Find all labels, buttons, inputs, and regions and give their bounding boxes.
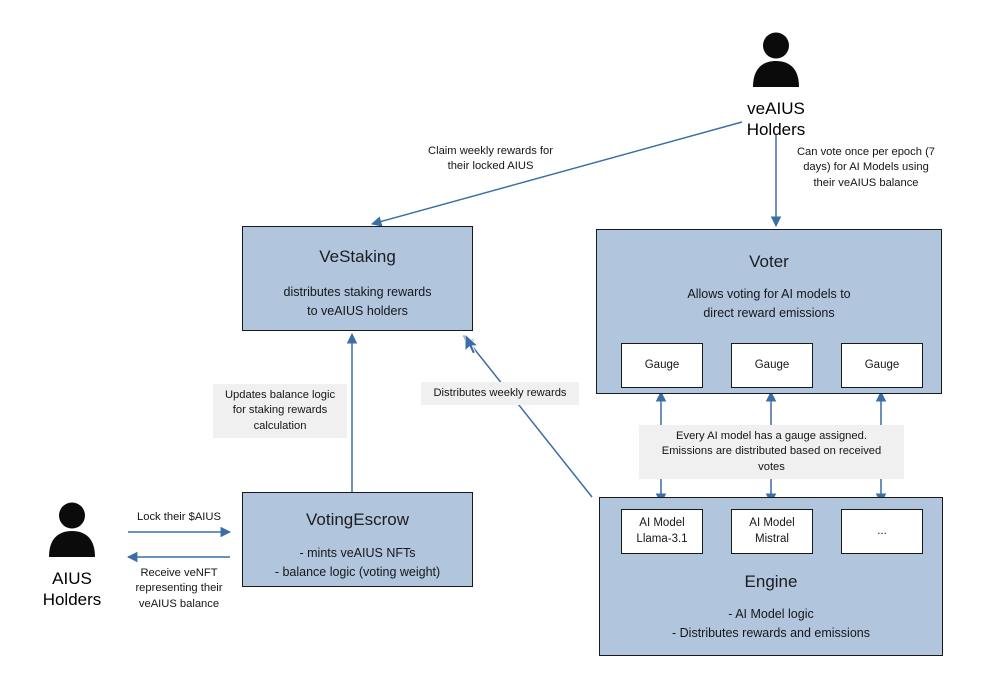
- edge-label-claim-rewards: Claim weekly rewards for their locked AI…: [428, 145, 553, 173]
- actor-aius-holders: AIUS Holders: [14, 498, 130, 610]
- node-votingescrow-subtitle: - mints veAIUS NFTs - balance logic (vot…: [274, 546, 441, 579]
- ai-model-chip-3-label: ...: [877, 524, 887, 537]
- edge-label-lock-aius: Lock their $AIUS: [137, 511, 221, 523]
- node-votingescrow-title: VotingEscrow: [306, 510, 409, 529]
- ai-model-chip-3[interactable]: ...: [841, 509, 923, 554]
- edge-label-updates-balance: Updates balance logic for staking reward…: [213, 384, 347, 439]
- gauge-chip-1-label: Gauge: [644, 358, 680, 371]
- gauge-chip-1[interactable]: Gauge: [621, 343, 703, 388]
- ai-model-chip-1-label: AI Model Llama-3.1: [636, 516, 688, 545]
- gauge-chip-3[interactable]: Gauge: [841, 343, 923, 388]
- person-icon: [753, 32, 799, 87]
- actor-veaius-holders: veAIUS Holders: [718, 28, 834, 140]
- edge-label-can-vote: Can vote once per epoch (7 days) for AI …: [796, 146, 936, 189]
- node-engine-title: Engine: [744, 572, 798, 591]
- edge-label-receive-venft: Receive veNFT representing their veAIUS …: [135, 567, 223, 610]
- gauge-chip-3-label: Gauge: [864, 358, 900, 371]
- ai-model-chip-1[interactable]: AI Model Llama-3.1: [621, 509, 703, 554]
- node-votingescrow[interactable]: VotingEscrow - mints veAIUS NFTs - balan…: [242, 492, 473, 587]
- actor-aius-holders-label: AIUS Holders: [42, 569, 102, 609]
- gauge-chip-2-label: Gauge: [754, 358, 790, 371]
- ai-model-chip-2[interactable]: AI Model Mistral: [731, 509, 813, 554]
- edge-label-distributes-weekly: Distributes weekly rewards: [421, 382, 579, 406]
- node-vestaking-subtitle: distributes staking rewards to veAIUS ho…: [283, 285, 432, 318]
- edge-label-gauge-assignment: Every AI model has a gauge assigned. Emi…: [639, 425, 904, 480]
- node-engine-subtitle: - AI Model logic - Distributes rewards a…: [672, 607, 870, 640]
- node-voter-subtitle: Allows voting for AI models to direct re…: [687, 287, 851, 320]
- mouse-cursor: [464, 333, 480, 355]
- node-vestaking[interactable]: VeStaking distributes staking rewards to…: [242, 226, 473, 331]
- node-voter-title: Voter: [749, 252, 789, 271]
- node-vestaking-title: VeStaking: [319, 247, 396, 266]
- gauge-chip-2[interactable]: Gauge: [731, 343, 813, 388]
- actor-veaius-holders-label: veAIUS Holders: [746, 99, 806, 139]
- person-icon: [49, 502, 95, 557]
- arrow-engine-to-vestaking: [463, 335, 593, 498]
- ai-model-chip-2-label: AI Model Mistral: [749, 516, 795, 545]
